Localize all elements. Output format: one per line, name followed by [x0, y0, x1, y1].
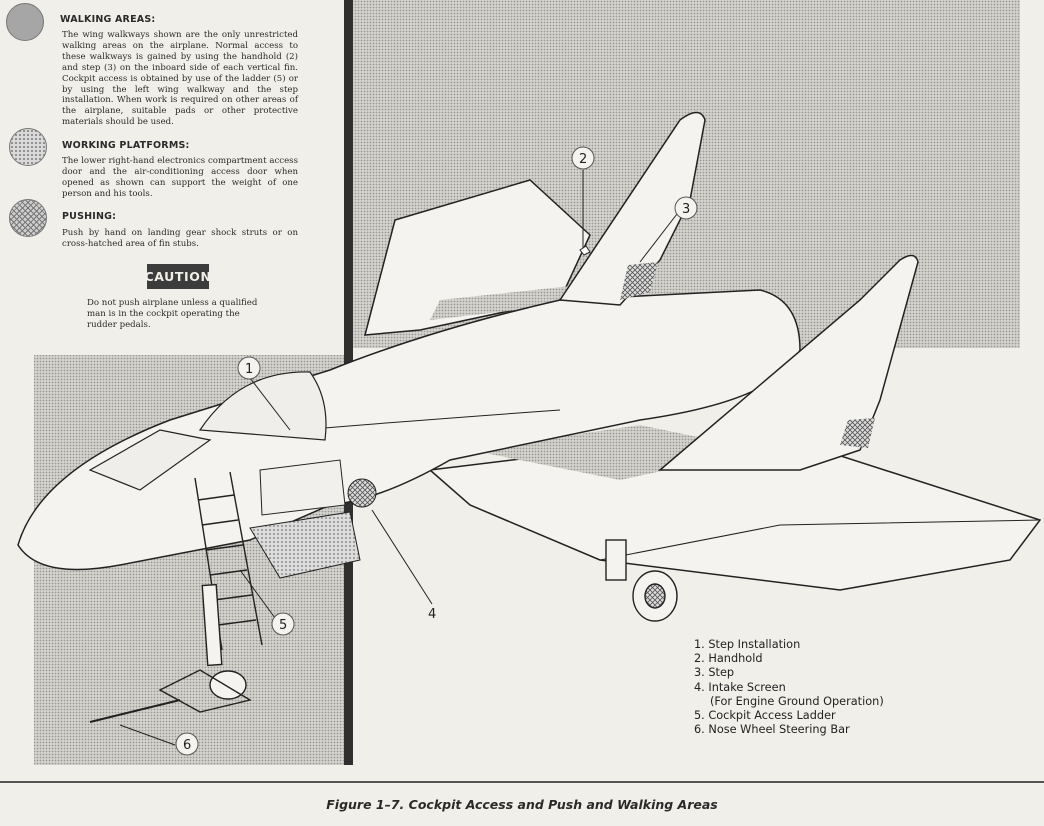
walking-area-swatch: [6, 3, 44, 41]
working-platforms-heading: WORKING PLATFORMS:: [62, 140, 190, 151]
legend-item: 5. Cockpit Access Ladder: [694, 709, 836, 723]
legend-item: 2. Handhold: [694, 652, 763, 666]
working-platform-swatch: [9, 128, 47, 166]
intake-screen: [347, 478, 377, 508]
right-fin-stub-push-area: [840, 418, 875, 448]
legend-item: 1. Step Installation: [694, 638, 801, 651]
nose-wheel-steering-bar: [89, 699, 181, 723]
paper-gap: [0, 348, 34, 768]
walking-areas-text: The wing walkways shown are the only unr…: [62, 30, 298, 128]
handhold-2: [579, 245, 591, 256]
left-fin-stub-push-area: [620, 262, 658, 300]
left-vertical-fin: [558, 111, 706, 306]
callout-3: 3: [682, 202, 690, 217]
caution-text: Do not push airplane unless a qualified …: [87, 298, 258, 330]
canopy: [198, 371, 327, 441]
callout-2: 2: [579, 152, 587, 167]
right-wing-walkway: [470, 425, 760, 480]
figure-caption: Figure 1–7. Cockpit Access and Push and …: [326, 797, 718, 812]
pushing-area-swatch: [9, 199, 47, 237]
pushing-text: Push by hand on landing gear shock strut…: [62, 228, 298, 249]
nose-landing-gear: [158, 583, 252, 713]
main-landing-gear: [605, 539, 678, 622]
open-canopy-frame: [88, 429, 212, 491]
right-vertical-fin: [657, 254, 919, 471]
legend-item: 3. Step: [694, 666, 735, 680]
left-wing-walkway: [430, 285, 580, 320]
legend-item: 4. Intake Screen: [694, 680, 786, 694]
legend-item: 6. Nose Wheel Steering Bar: [694, 723, 850, 737]
legend-item-note: (For Engine Ground Operation): [710, 694, 884, 708]
caption-divider: [0, 781, 1044, 783]
walking-areas-heading: WALKING AREAS:: [60, 14, 156, 25]
pushing-heading: PUSHING:: [62, 211, 117, 222]
electronics-door-platform: [249, 511, 361, 579]
legend-list: 1. Step Installation 2. Handhold 3. Step…: [694, 638, 884, 737]
callout-6: 6: [183, 738, 191, 753]
callout-4: 4: [428, 607, 436, 622]
callout-5: 5: [279, 618, 287, 633]
working-platforms-text: The lower right-hand electronics compart…: [62, 156, 298, 199]
caution-label: CAUTION: [144, 264, 211, 289]
callout-1: 1: [245, 362, 253, 377]
airconditioning-door-platform: [259, 459, 346, 516]
